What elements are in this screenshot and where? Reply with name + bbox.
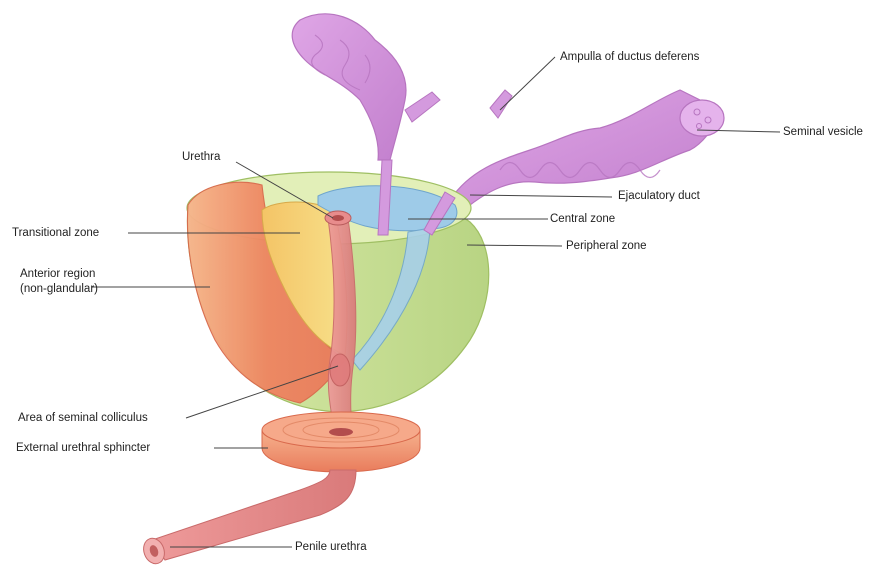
label-central-zone: Central zone — [550, 213, 615, 226]
external-urethral-sphincter — [262, 412, 420, 472]
label-penile-urethra: Penile urethra — [295, 541, 367, 554]
label-ejaculatory-duct: Ejaculatory duct — [618, 190, 700, 203]
label-anterior-region-line1: Anterior region — [20, 268, 98, 281]
leader-ampulla — [500, 57, 555, 110]
label-external-sphincter: External urethral sphincter — [16, 442, 150, 455]
label-urethra: Urethra — [182, 151, 220, 164]
label-ampulla: Ampulla of ductus deferens — [560, 51, 699, 64]
label-anterior-region: Anterior region (non-glandular) — [20, 268, 98, 296]
leader-ejaculatory-duct — [470, 195, 612, 197]
label-peripheral-zone: Peripheral zone — [566, 240, 647, 253]
label-anterior-region-line2: (non-glandular) — [20, 283, 98, 296]
ampulla-ductus-deferens — [292, 14, 512, 160]
label-seminal-colliculus: Area of seminal colliculus — [18, 412, 148, 425]
label-seminal-vesicle: Seminal vesicle — [783, 126, 863, 139]
label-transitional-zone: Transitional zone — [12, 227, 99, 240]
